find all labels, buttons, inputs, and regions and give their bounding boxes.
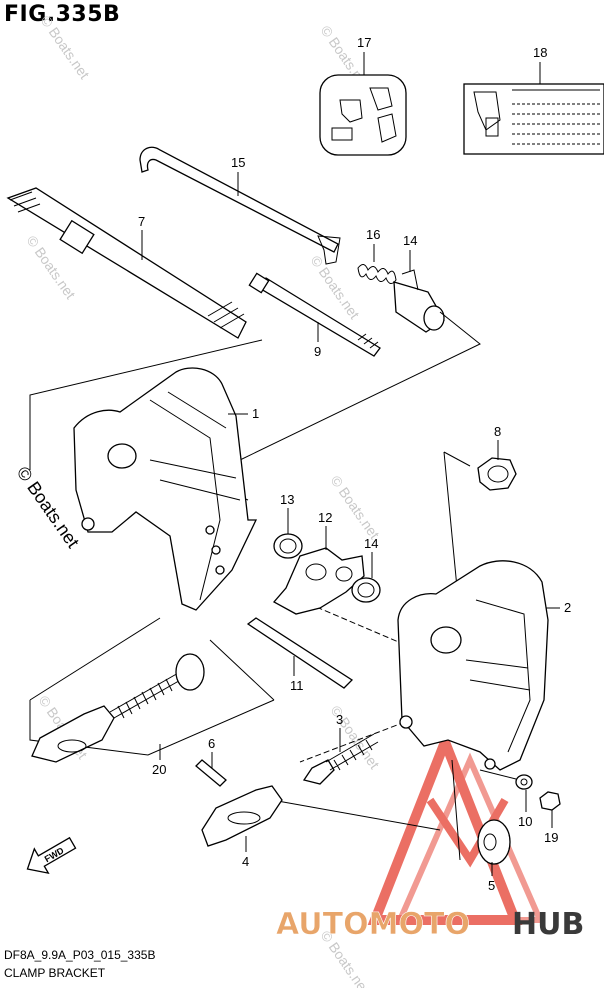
callout-15: 15 [231, 155, 245, 170]
part-2-clamp-bracket [397, 560, 549, 771]
callout-8: 8 [494, 424, 501, 439]
part-4-handle [201, 785, 283, 847]
fwd-arrow-icon: FWD [26, 836, 77, 875]
figure-title: FIG.335B [4, 2, 121, 27]
callout-11: 11 [290, 678, 304, 693]
callout-13: 12 [318, 510, 332, 525]
callout-18: 17 [357, 35, 371, 50]
part-19-warning-label [463, 83, 604, 155]
callout-4: 4 [242, 854, 249, 869]
callout-3: 3 [336, 712, 343, 727]
callout-20: 20 [152, 762, 166, 777]
part-1-clamp-bracket [73, 367, 258, 611]
part-6-pin [195, 759, 227, 787]
part-14-bushing-lower [351, 577, 381, 603]
part-8-nut [477, 457, 517, 491]
callout-1: 1 [252, 406, 259, 421]
part-3-clamp-screw [302, 733, 379, 785]
part-18-sticker [319, 74, 407, 156]
callout-9: 9 [314, 344, 321, 359]
part-5-pad [477, 819, 511, 865]
part-11-pin [246, 617, 354, 689]
watermark: © Boats.net [38, 13, 93, 82]
callout-12: 19 [544, 830, 558, 845]
figure-name: CLAMP BRACKET [4, 966, 106, 980]
callout-5: 5 [488, 878, 495, 893]
leader-lines [29, 311, 521, 861]
part-14-bushing-upper [273, 533, 303, 559]
callout-6: 6 [208, 736, 215, 751]
callout-14b: 14 [364, 536, 378, 551]
brand-part2: HUB [512, 907, 584, 942]
part-7-shaft [6, 187, 247, 339]
callout-16: 14 [403, 233, 417, 248]
callout-7: 7 [138, 214, 145, 229]
brand-part1: AUTOMOTO [276, 907, 470, 942]
part-12-nut [539, 791, 561, 811]
callout-17: 16 [366, 227, 380, 242]
part-15-rod [139, 146, 341, 265]
part-20-clamp-screw [31, 653, 205, 763]
callout-leaders [141, 52, 560, 876]
part-16-knob [393, 269, 445, 333]
callout-19: 18 [533, 45, 547, 60]
callout-2: 2 [564, 600, 571, 615]
part-9-bolt [248, 272, 381, 357]
brand-text: AUTOMOTO HUB [276, 907, 585, 943]
side-watermark: © Boats.net [13, 463, 83, 552]
part-17-spring [357, 264, 397, 284]
callout-10: 10 [518, 814, 532, 829]
callout-labels: 17 18 15 7 16 14 9 1 8 13 12 14 2 11 3 6… [138, 35, 571, 893]
callout-14a: 13 [280, 492, 294, 507]
watermark: © Boats.net [328, 473, 383, 542]
part-10-washer [515, 774, 533, 790]
figure-code: DF8A_9.9A_P03_015_335B [4, 948, 156, 962]
part-13-plate [272, 547, 365, 615]
